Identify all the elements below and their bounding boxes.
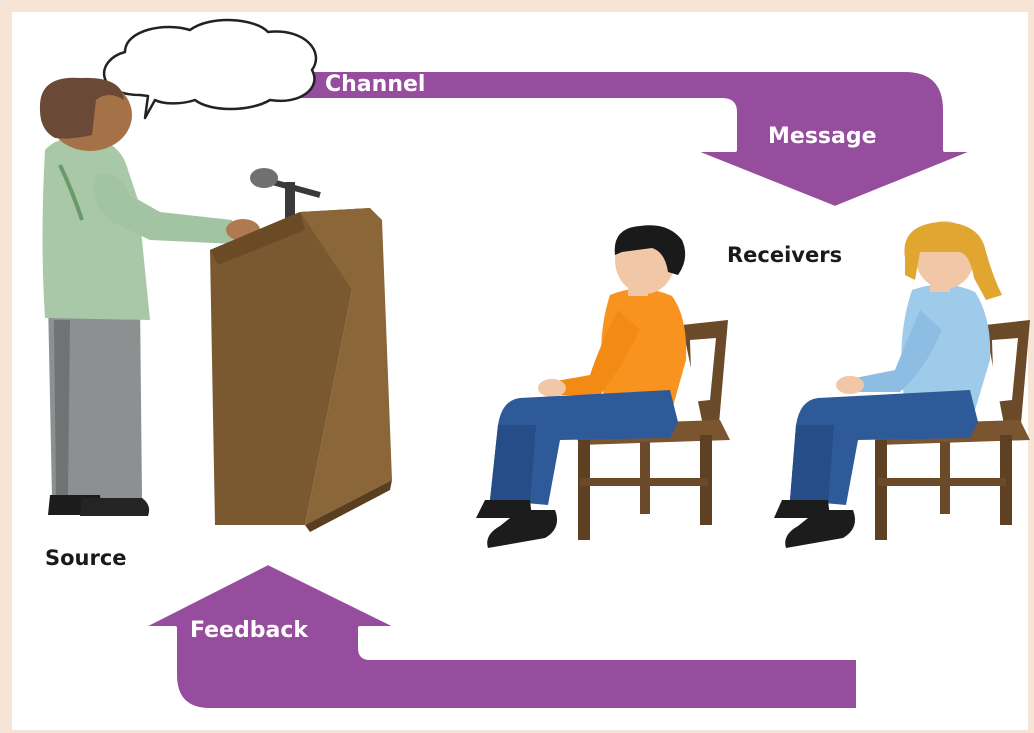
receiver-figure-icon bbox=[774, 221, 1002, 548]
channel-label: Channel bbox=[325, 74, 425, 96]
receivers-label: Receivers bbox=[727, 245, 842, 266]
speech-bubble-icon bbox=[104, 20, 316, 118]
source-label: Source bbox=[45, 548, 127, 569]
message-label: Message bbox=[768, 126, 877, 148]
podium-icon bbox=[210, 208, 392, 532]
feedback-label: Feedback bbox=[190, 620, 308, 642]
